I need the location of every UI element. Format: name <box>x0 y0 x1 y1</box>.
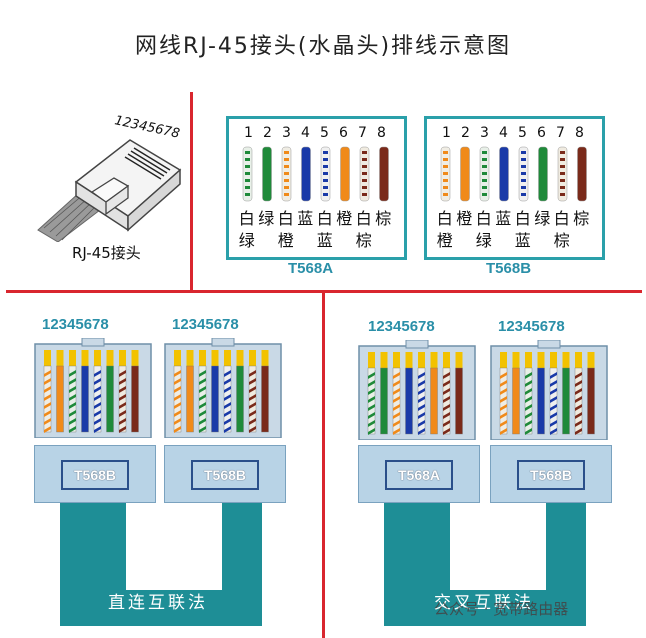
wire-4 <box>301 146 311 202</box>
wire-7 <box>359 146 370 202</box>
wire-6 <box>538 146 548 202</box>
t568a-title: T568A <box>288 260 334 277</box>
crossover-label: 交叉互联法 <box>434 593 534 613</box>
horizontal-divider <box>6 290 642 293</box>
plug-wire-2 <box>186 350 194 433</box>
color-row-2: 绿橙蓝棕 <box>238 231 372 250</box>
pin-numbers-left: 12345678 <box>368 318 435 335</box>
plug-standard-tag: T568B <box>517 460 585 490</box>
wire-5 <box>518 146 529 202</box>
plug-wire-5 <box>417 352 426 435</box>
plug-wire-6 <box>562 352 570 435</box>
plug-wires-t568b <box>490 340 608 440</box>
plug-wire-1 <box>43 350 52 433</box>
plug-wire-4 <box>81 350 89 433</box>
plug-body: T568A <box>358 445 480 503</box>
plug-wire-2 <box>512 352 520 435</box>
plug-wire-8 <box>131 350 139 433</box>
plug-wire-7 <box>248 350 257 433</box>
plug-wire-2 <box>56 350 64 433</box>
plug-latch <box>81 338 105 347</box>
wire-3 <box>281 146 292 202</box>
plug-body: T568B <box>490 445 612 503</box>
vertical-divider-bottom <box>322 293 325 638</box>
wire-6 <box>340 146 350 202</box>
plug-wire-4 <box>537 352 545 435</box>
pin-numbers-right: 12345678 <box>172 316 239 333</box>
plug-standard-tag: T568B <box>61 460 129 490</box>
wire-5 <box>320 146 331 202</box>
plug-wires-t568b <box>34 338 152 438</box>
plug-wire-1 <box>499 352 508 435</box>
wire-3 <box>479 146 490 202</box>
page-title: 网线RJ-45接头(水晶头)排线示意图 <box>134 34 512 59</box>
plug-wire-3 <box>392 352 401 435</box>
plug-wire-2 <box>380 352 388 435</box>
wire-8 <box>577 146 587 202</box>
plug-wire-8 <box>587 352 595 435</box>
straight-through-label: 直连互联法 <box>108 593 208 613</box>
connector-caption: RJ-45接头 <box>72 244 141 262</box>
plug-standard-tag: T568B <box>191 460 259 490</box>
vertical-divider-top <box>190 92 193 292</box>
plug-wire-8 <box>261 350 269 433</box>
plug-wire-3 <box>68 350 77 433</box>
wire-4 <box>499 146 509 202</box>
wire-7 <box>557 146 568 202</box>
plug-wire-7 <box>442 352 451 435</box>
plug-wire-1 <box>367 352 376 435</box>
plug-wire-5 <box>223 350 232 433</box>
plug-wire-5 <box>93 350 102 433</box>
plug-wire-5 <box>549 352 558 435</box>
color-row-2: 橙绿蓝棕 <box>436 231 570 250</box>
plug-wire-7 <box>574 352 583 435</box>
wire-2 <box>460 146 470 202</box>
plug-wire-4 <box>405 352 413 435</box>
wire-1 <box>242 146 253 202</box>
watermark: 公众号 · 宽带路由器 <box>434 600 569 618</box>
plug-wire-3 <box>198 350 207 433</box>
plug-latch <box>405 340 429 349</box>
color-row-1: 白橙白蓝白绿白棕 <box>436 209 590 228</box>
wire-8 <box>379 146 389 202</box>
plug-body: T568B <box>164 445 286 503</box>
t568b-wires <box>440 146 587 202</box>
plug-wire-6 <box>430 352 438 435</box>
plug-wires-t568a <box>358 340 476 440</box>
wire-2 <box>262 146 272 202</box>
t568b-title: T568B <box>486 260 532 277</box>
wire-1 <box>440 146 451 202</box>
rj45-connector-illustration: 12345678 <box>30 112 190 243</box>
t568a-wires <box>242 146 389 202</box>
plug-wire-6 <box>236 350 244 433</box>
plug-wire-8 <box>455 352 463 435</box>
plug-wire-6 <box>106 350 114 433</box>
pin-numbers-left: 12345678 <box>42 316 109 333</box>
pin-numbers-right: 12345678 <box>498 318 565 335</box>
plug-latch <box>211 338 235 347</box>
plug-wires-t568b <box>164 338 282 438</box>
color-row-1: 白绿白蓝白橙白棕 <box>238 209 392 228</box>
rj45-plug-icon <box>37 139 182 243</box>
plug-wire-4 <box>211 350 219 433</box>
plug-wire-7 <box>118 350 127 433</box>
plug-latch <box>537 340 561 349</box>
plug-wire-1 <box>173 350 182 433</box>
plug-body: T568B <box>34 445 156 503</box>
plug-wire-3 <box>524 352 533 435</box>
plug-standard-tag: T568A <box>385 460 453 490</box>
